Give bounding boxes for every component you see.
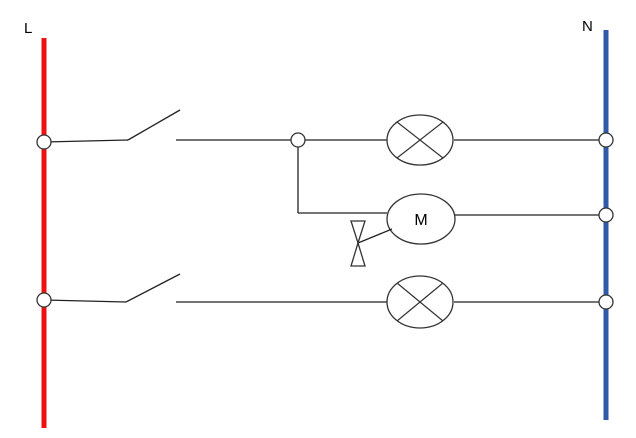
neutral-label: N [582, 18, 593, 35]
lamp-2-cross-b [396, 282, 444, 322]
motor-branch: M [297, 140, 606, 267]
circuit-1 [43, 109, 606, 166]
valve-lower-triangle [350, 240, 366, 267]
valve [350, 220, 393, 267]
valve-linkage [357, 228, 393, 244]
line-junction-node-1 [36, 134, 52, 150]
line-junction-node-2 [36, 292, 52, 308]
lamp-1-cross-b [396, 121, 444, 159]
switch-2-blade [125, 273, 181, 303]
neutral-junction-node-3 [598, 294, 614, 310]
motor-body [386, 193, 456, 245]
line-label: L [24, 20, 32, 37]
motor-label: M [414, 212, 427, 229]
neutral-junction-node-2 [598, 207, 614, 223]
switch-1-lead-wire [43, 139, 129, 143]
switch-1-blade [127, 109, 181, 141]
lamp-2 [386, 275, 454, 329]
valve-upper-triangle [350, 220, 366, 246]
switch-2-lead-wire [43, 299, 127, 303]
motor: M [386, 193, 456, 245]
branch-junction-node [290, 132, 306, 148]
neutral-junction-node-1 [598, 132, 614, 148]
lamp-1 [386, 114, 454, 166]
circuit-2 [43, 273, 606, 329]
